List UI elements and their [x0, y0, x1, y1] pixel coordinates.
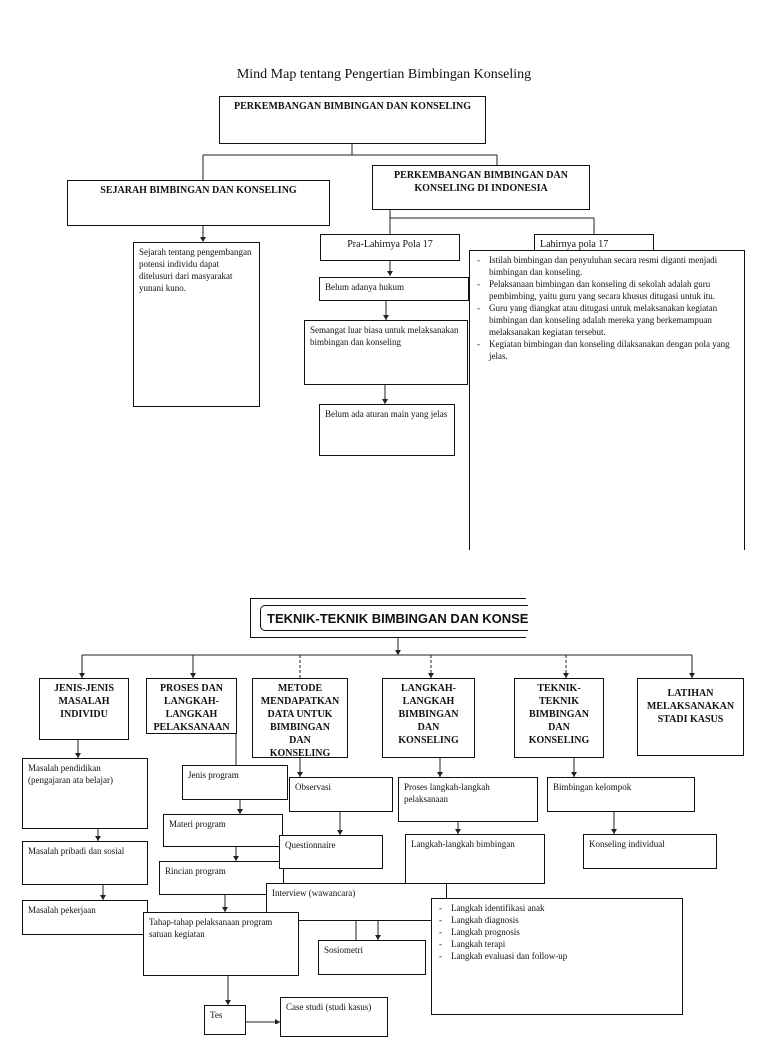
col4-step-3: Langkah prognosis	[437, 926, 677, 938]
col2-head: PROSES DAN LANGKAH-LANGKAH PELAKSANAAN S…	[146, 678, 237, 734]
col4-step-1: Langkah identifikasi anak	[437, 902, 677, 914]
col2-item-1: Jenis program	[182, 765, 288, 800]
root-node: PERKEMBANGAN BIMBINGAN DAN KONSELING	[219, 96, 486, 144]
col4-head: LANGKAH-LANGKAH BIMBINGAN DAN KONSELING	[382, 678, 475, 758]
col5-head: TEKNIK-TEKNIK BIMBINGAN DAN KONSELING	[514, 678, 604, 758]
lahir-item-1: Istilah bimbingan dan penyuluhan secara …	[475, 254, 739, 278]
map2-root-outer: TEKNIK-TEKNIK BIMBINGAN DAN KONSELING	[250, 598, 528, 638]
col1-item-1: Masalah pendidikan (pengajaran ata belaj…	[22, 758, 148, 829]
col3-item-4: Sosiometri	[318, 940, 426, 975]
col4-step-5: Langkah evaluasi dan follow-up	[437, 950, 677, 962]
col3-item-2: Questionnaire	[279, 835, 383, 869]
pra-item-1: Belum adanya hukum	[319, 277, 469, 301]
col3-item-1: Observasi	[289, 777, 393, 812]
pra-lahir-node: Pra-Lahirnya Pola 17	[320, 234, 460, 261]
map2-root-node: TEKNIK-TEKNIK BIMBINGAN DAN KONSELING	[260, 605, 528, 631]
col4-steps: Langkah identifikasi anak Langkah diagno…	[431, 898, 683, 1015]
col4-item-1: Proses langkah-langkah pelaksanaan	[398, 777, 538, 822]
pra-item-2: Semangat luar biasa untuk melaksanakan b…	[304, 320, 468, 385]
col5-item-1: Bimbingan kelompok	[547, 777, 695, 812]
col3-item-5: Tes	[204, 1005, 246, 1035]
col3-item-6: Case studi (studi kasus)	[280, 997, 388, 1037]
lahir-details: Istilah bimbingan dan penyuluhan secara …	[469, 250, 745, 550]
col4-step-2: Langkah diagnosis	[437, 914, 677, 926]
col2-item-3: Rincian program	[159, 861, 284, 895]
col1-item-2: Masalah pribadi dan sosial	[22, 841, 148, 885]
col5-item-2: Konseling individual	[583, 834, 717, 869]
col3-head: METODE MENDAPATKAN DATA UNTUK BIMBINGAN …	[252, 678, 348, 758]
col2-item-2: Materi program	[163, 814, 283, 847]
lahir-item-4: Kegiatan bimbingan dan konseling dilaksa…	[475, 338, 739, 362]
col2-item-4: Tahap-tahap pelaksanaan program satuan k…	[143, 912, 299, 976]
lahir-item-2: Pelaksanaan bimbingan dan konseling di s…	[475, 278, 739, 302]
right-branch-node: PERKEMBANGAN BIMBINGAN DAN KONSELING DI …	[372, 165, 590, 210]
col4-item-2: Langkah-langkah bimbingan	[405, 834, 545, 884]
left-branch-node: SEJARAH BIMBINGAN DAN KONSELING	[67, 180, 330, 226]
col6-head: LATIHAN MELAKSANAKAN STADI KASUS	[637, 678, 744, 756]
lahir-item-3: Guru yang diangkat atau ditugasi untuk m…	[475, 302, 739, 338]
col4-step-4: Langkah terapi	[437, 938, 677, 950]
page-title: Mind Map tentang Pengertian Bimbingan Ko…	[236, 67, 532, 82]
left-detail-node: Sejarah tentang pengembangan potensi ind…	[133, 242, 260, 407]
pra-item-3: Belum ada aturan main yang jelas	[319, 404, 455, 456]
col1-head: JENIS-JENIS MASALAH INDIVIDU	[39, 678, 129, 740]
col1-item-3: Masalah pekerjaan	[22, 900, 148, 935]
